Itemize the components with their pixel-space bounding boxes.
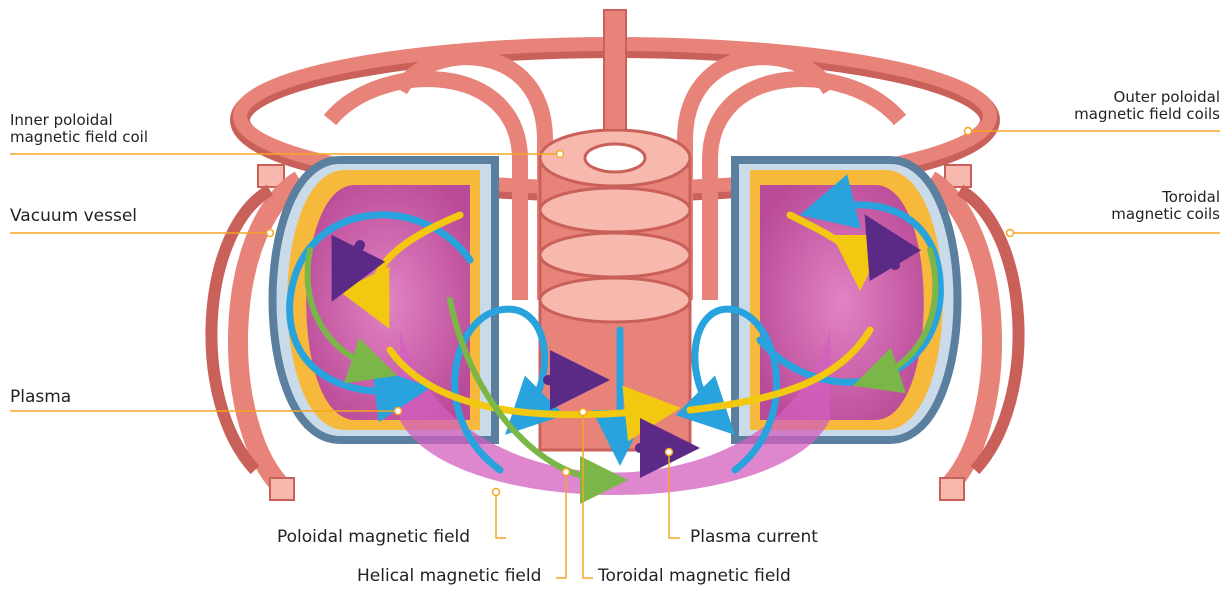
- label-inner-poloidal-line-2: magnetic field coil: [10, 129, 148, 146]
- coil-foot-left: [270, 478, 294, 500]
- label-helical-field: Helical magnetic field: [357, 566, 541, 586]
- leader-poloidal-field: [496, 492, 506, 538]
- label-toroidal-coils: Toroidal magnetic coils: [1111, 189, 1220, 223]
- label-inner-poloidal-line-1: Inner poloidal: [10, 112, 148, 129]
- label-poloidal-field: Poloidal magnetic field: [277, 527, 470, 547]
- label-outer-poloidal-line-2: magnetic field coils: [1074, 106, 1220, 123]
- coil-foot-right: [940, 478, 964, 500]
- label-toroidal-coils-line-1: Toroidal: [1111, 189, 1220, 206]
- label-toroidal-field: Toroidal magnetic field: [598, 566, 791, 586]
- leader-plasma-current: [669, 452, 680, 538]
- label-toroidal-coils-line-2: magnetic coils: [1111, 206, 1220, 223]
- label-plasma-current: Plasma current: [690, 527, 818, 547]
- label-outer-poloidal-coils: Outer poloidal magnetic field coils: [1074, 89, 1220, 123]
- label-vacuum-vessel: Vacuum vessel: [10, 206, 137, 226]
- label-inner-poloidal-coil: Inner poloidal magnetic field coil: [10, 112, 148, 146]
- central-post: [604, 10, 626, 130]
- label-outer-poloidal-line-1: Outer poloidal: [1074, 89, 1220, 106]
- label-plasma: Plasma: [10, 387, 71, 407]
